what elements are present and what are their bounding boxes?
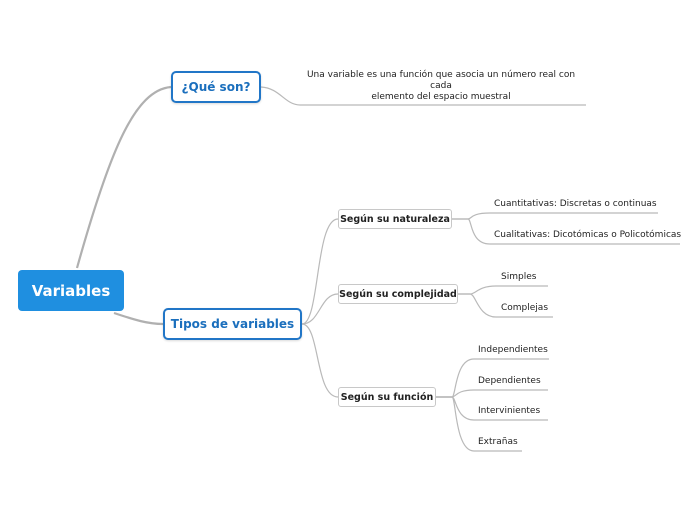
- que-son-description[interactable]: Una variable es una función que asocia u…: [300, 70, 582, 103]
- leaf-cuantitativas-label: Cuantitativas: Discretas o continuas: [494, 199, 657, 209]
- leaf-independientes[interactable]: Independientes: [478, 345, 548, 355]
- leaf-intervinientes-label: Intervinientes: [478, 406, 541, 416]
- leaf-simples[interactable]: Simples: [501, 272, 536, 282]
- leaf-extranas-label: Extrañas: [478, 437, 518, 447]
- leaf-cuantitativas[interactable]: Cuantitativas: Discretas o continuas: [494, 199, 657, 209]
- description-line-1: Una variable es una función que asocia u…: [306, 70, 576, 80]
- connector-que-desc: [260, 86, 586, 106]
- topic-que-son-label: ¿Qué son?: [181, 80, 251, 94]
- central-topic-variables[interactable]: Variables: [18, 270, 124, 311]
- leaf-intervinientes[interactable]: Intervinientes: [478, 406, 540, 416]
- leaf-cualitativas-label: Cualitativas: Dicotómicas o Policotómica…: [494, 230, 682, 240]
- subtopic-segun-complejidad[interactable]: Según su complejidad: [338, 284, 458, 304]
- leaf-cualitativas[interactable]: Cualitativas: Dicotómicas o Policotómica…: [494, 230, 681, 240]
- subtopic-complejidad-label: Según su complejidad: [339, 288, 457, 300]
- central-topic-label: Variables: [31, 281, 111, 300]
- connector-func-4: [436, 396, 522, 452]
- leaf-simples-label: Simples: [501, 272, 537, 282]
- subtopic-naturaleza-label: Según su naturaleza: [340, 213, 450, 225]
- connector-nat-1: [452, 212, 658, 220]
- topic-tipos-de-variables[interactable]: Tipos de variables: [163, 308, 302, 340]
- topic-tipos-label: Tipos de variables: [170, 317, 295, 331]
- connector-root-tipos: [113, 311, 164, 326]
- connector-root-que: [75, 85, 172, 269]
- topic-que-son[interactable]: ¿Qué son?: [171, 71, 261, 103]
- subtopic-segun-naturaleza[interactable]: Según su naturaleza: [338, 209, 452, 229]
- leaf-independientes-label: Independientes: [478, 345, 548, 355]
- leaf-dependientes[interactable]: Dependientes: [478, 376, 541, 386]
- subtopic-segun-funcion[interactable]: Según su función: [338, 387, 436, 407]
- leaf-dependientes-label: Dependientes: [478, 376, 541, 386]
- connector-tipos-func: [301, 323, 339, 398]
- leaf-complejas[interactable]: Complejas: [501, 303, 548, 313]
- description-line-3: elemento del espacio muestral: [371, 92, 511, 102]
- connector-comp-1: [458, 285, 548, 295]
- description-line-2: cada: [430, 81, 452, 91]
- connector-nat-2: [452, 218, 680, 245]
- connector-comp-2: [458, 293, 553, 318]
- connector-tipos-nat: [301, 218, 339, 325]
- connector-tipos-comp: [301, 293, 339, 325]
- leaf-complejas-label: Complejas: [501, 303, 549, 313]
- subtopic-funcion-label: Según su función: [340, 391, 434, 403]
- leaf-extranas[interactable]: Extrañas: [478, 437, 518, 447]
